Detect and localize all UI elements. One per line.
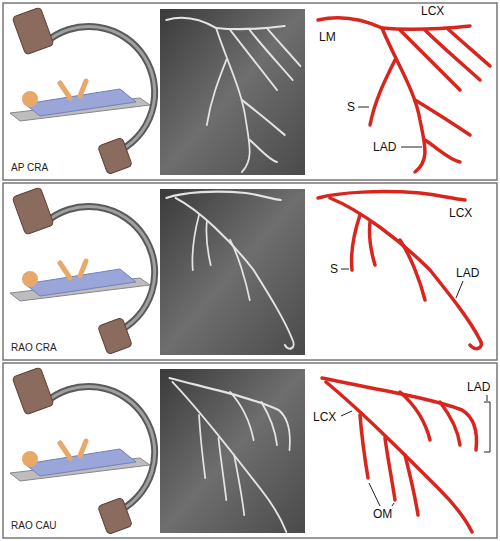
vessel-label: LAD bbox=[372, 140, 397, 154]
vessel-label: LAD bbox=[455, 266, 480, 280]
vessel-label: LCX bbox=[448, 206, 473, 220]
view-label: AP CRA bbox=[10, 162, 49, 174]
vessel-label: LCX bbox=[312, 410, 337, 424]
view-label: RAO CAU bbox=[10, 520, 58, 532]
vessel-label: OM bbox=[372, 507, 393, 521]
view-label: RAO CRA bbox=[10, 342, 58, 354]
vessel-label: LAD bbox=[466, 380, 491, 394]
vessel-label: LCX bbox=[420, 4, 445, 18]
vessel-label: S bbox=[346, 100, 356, 114]
vessel-label: LM bbox=[318, 30, 337, 44]
vessel-label: S bbox=[329, 262, 339, 276]
